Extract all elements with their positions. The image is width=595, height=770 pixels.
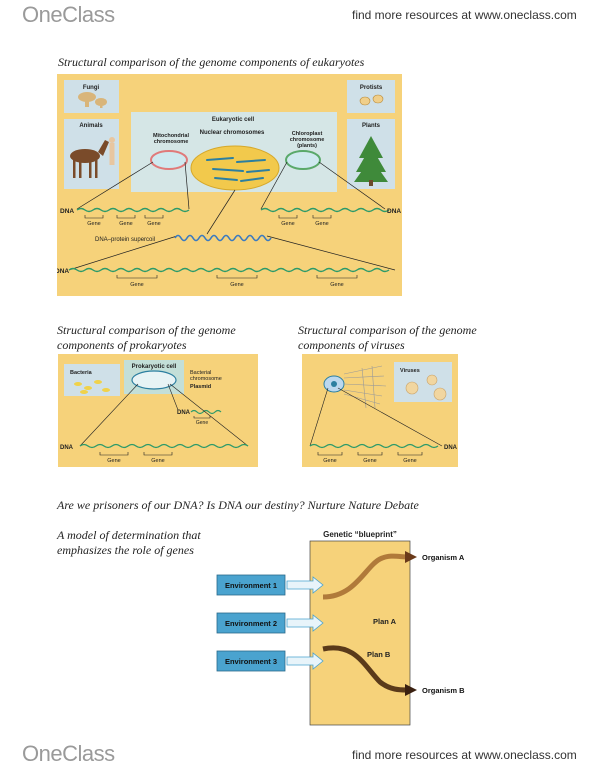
protist-icon [359, 94, 384, 106]
dna-strand-right [260, 207, 390, 213]
svg-text:chromosome: chromosome [154, 139, 189, 145]
svg-text:Plan A: Plan A [373, 617, 397, 626]
person-icon [109, 137, 115, 165]
svg-text:Mitochondrial: Mitochondrial [153, 133, 190, 139]
eukaryotic-cell-label: Eukaryotic cell [212, 117, 255, 123]
footer-link-text[interactable]: find more resources at www.oneclass.com [352, 748, 577, 762]
arrow-env3 [286, 652, 324, 670]
bacteria-label: Bacteria [70, 370, 93, 376]
svg-text:DNA: DNA [57, 268, 69, 275]
svg-text:Gene: Gene [315, 221, 328, 227]
horse-icon [70, 140, 109, 178]
svg-text:Gene: Gene [281, 221, 294, 227]
svg-text:Gene: Gene [87, 221, 100, 227]
svg-text:Gene: Gene [130, 282, 143, 288]
svg-text:Gene: Gene [363, 458, 376, 464]
svg-text:DNA: DNA [444, 445, 458, 451]
bacterial-cell-shape [131, 370, 177, 390]
heading-model: A model of determination that emphasizes… [57, 528, 201, 557]
oneclass-logo-top: OneClass [22, 2, 115, 27]
phage-icon [323, 365, 387, 409]
plan-a-curve [322, 553, 408, 600]
supercoil-strand [174, 234, 272, 242]
tree-icon [354, 136, 388, 186]
plants-label: Plants [362, 123, 381, 129]
svg-text:Gene: Gene [403, 458, 416, 464]
dna-strand-long [68, 267, 390, 273]
svg-text:Environment 2: Environment 2 [225, 619, 277, 628]
organism-b-label: Organism B [422, 686, 465, 695]
fungi-label: Fungi [83, 85, 100, 91]
heading-debate: Are we prisoners of our DNA? Is DNA our … [57, 498, 419, 512]
svg-text:Gene: Gene [330, 282, 343, 288]
svg-text:chromosome: chromosome [190, 376, 222, 382]
virus-genome-figure: Viruses DNA Gene Gene Gene [302, 354, 458, 467]
nucleus-shape [190, 145, 280, 191]
svg-text:Gene: Gene [119, 221, 132, 227]
svg-text:DNA: DNA [177, 410, 191, 416]
heading-eukaryotes: Structural comparison of the genome comp… [58, 55, 365, 69]
environment-3-box [216, 650, 286, 672]
plan-b-curve [322, 645, 408, 693]
supercoil-label: DNA–protein supercoil [95, 237, 155, 243]
eukaryote-genome-figure: Fungi Animals Protists Plants [55, 74, 402, 296]
protists-label: Protists [360, 85, 383, 91]
heading-prokaryotes: Structural comparison of the genome comp… [57, 323, 236, 352]
svg-text:DNA: DNA [387, 208, 401, 215]
svg-text:chromosome: chromosome [290, 137, 325, 143]
svg-text:Gene: Gene [196, 420, 208, 426]
mushroom-icon [78, 92, 107, 108]
svg-text:Gene: Gene [323, 458, 336, 464]
blueprint-box [309, 540, 411, 726]
svg-text:Chloroplast: Chloroplast [292, 131, 323, 137]
header-link-text[interactable]: find more resources at www.oneclass.com [352, 8, 577, 22]
svg-text:(plants): (plants) [297, 143, 317, 149]
mitochondrion-shape [150, 150, 188, 170]
animals-label: Animals [79, 123, 103, 129]
prokaryotic-cell-label: Prokaryotic cell [132, 364, 177, 370]
arrow-env1 [286, 576, 324, 594]
heading-viruses: Structural comparison of the genome comp… [298, 323, 477, 352]
svg-text:Plan B: Plan B [367, 650, 391, 659]
svg-text:Bacterial: Bacterial [190, 370, 211, 376]
svg-text:Gene: Gene [107, 458, 120, 464]
viruses-label: Viruses [400, 368, 420, 374]
genetic-blueprint-figure: Genetic “blueprint” Environment 1 Enviro… [215, 527, 515, 727]
dna-strand-left [76, 207, 190, 213]
svg-text:Gene: Gene [147, 221, 160, 227]
svg-text:Gene: Gene [230, 282, 243, 288]
svg-text:Environment 1: Environment 1 [225, 581, 277, 590]
arrow-env2 [286, 614, 324, 632]
blueprint-title: Genetic “blueprint” [323, 530, 397, 539]
svg-text:Environment 3: Environment 3 [225, 657, 277, 666]
virus-particles-icon [405, 374, 447, 401]
organism-a-label: Organism A [422, 553, 465, 562]
environment-1-box [216, 574, 286, 596]
svg-text:Plasmid: Plasmid [190, 384, 211, 390]
svg-text:Gene: Gene [151, 458, 164, 464]
prokaryote-genome-figure: Bacteria Prokaryotic cell Bacterial chro… [58, 354, 258, 467]
oneclass-logo-bottom: OneClass [22, 741, 115, 766]
svg-text:DNA: DNA [60, 445, 74, 451]
bacteria-icon [74, 380, 110, 394]
chloroplast-shape [285, 150, 321, 170]
nuclear-chromosomes-label: Nuclear chromosomes [200, 130, 265, 136]
svg-text:DNA: DNA [60, 208, 74, 215]
environment-2-box [216, 612, 286, 634]
